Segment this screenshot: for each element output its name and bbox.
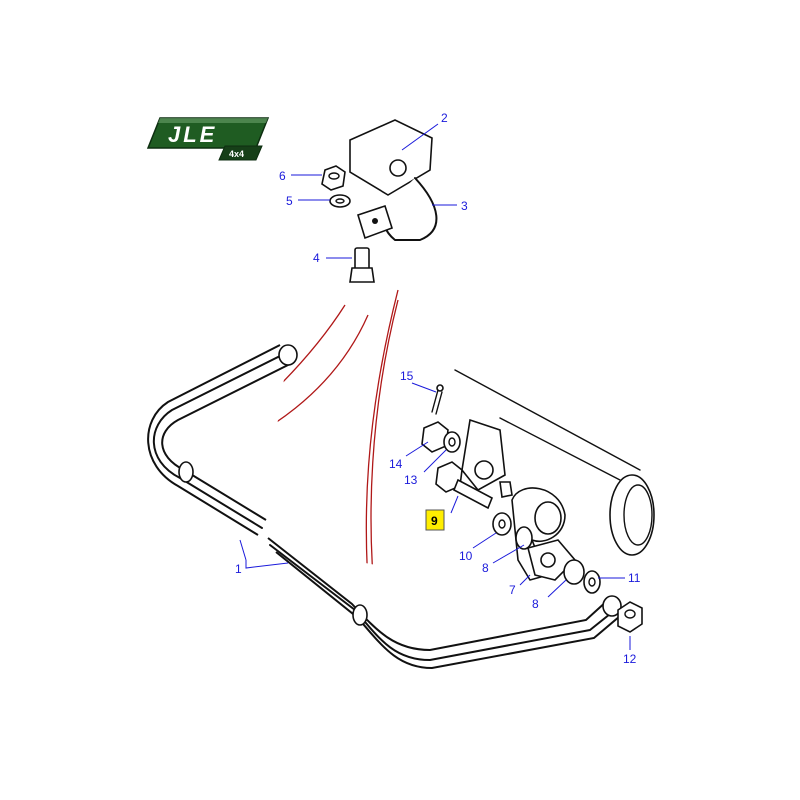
- bolt-4[interactable]: [349, 247, 375, 283]
- logo-brand-text: JLE: [168, 122, 217, 147]
- part-labels: 2 3 4 5 6 1 7 8 8 10 11 12 13 14 15: [235, 111, 641, 666]
- part-label-5[interactable]: 5: [286, 194, 293, 208]
- part-label-8-upper[interactable]: 8: [482, 561, 489, 575]
- jle-4x4-logo: JLE 4x4: [146, 117, 270, 161]
- washer-13[interactable]: [443, 431, 461, 453]
- part-label-1[interactable]: 1: [235, 562, 242, 576]
- split-pin-15[interactable]: [431, 384, 444, 415]
- bush-and-clamp[interactable]: [349, 119, 438, 241]
- axle-housing: [454, 369, 655, 556]
- nut-6[interactable]: [321, 165, 346, 191]
- anti-roll-bar[interactable]: [147, 344, 622, 670]
- ball-joint-bolt-9[interactable]: [435, 461, 494, 510]
- part-label-2[interactable]: 2: [441, 111, 448, 125]
- link-arm-7[interactable]: [499, 481, 577, 581]
- part-label-13[interactable]: 13: [404, 473, 418, 487]
- part-label-4[interactable]: 4: [313, 251, 320, 265]
- part-label-8-lower[interactable]: 8: [532, 597, 539, 611]
- washer-11[interactable]: [583, 570, 601, 594]
- highlighted-part-9[interactable]: 9: [425, 509, 445, 531]
- part-label-15[interactable]: 15: [400, 369, 414, 383]
- logo-sub-text: 4x4: [229, 149, 244, 159]
- part-label-11[interactable]: 11: [628, 571, 641, 585]
- castle-nut-14[interactable]: [421, 421, 449, 453]
- washer-5[interactable]: [329, 194, 351, 208]
- washer-10[interactable]: [492, 512, 512, 536]
- leader-lines: [239, 123, 631, 650]
- locknut-12[interactable]: [617, 601, 643, 633]
- part-label-14[interactable]: 14: [389, 457, 403, 471]
- part-label-9: 9: [431, 514, 438, 528]
- part-label-10[interactable]: 10: [459, 549, 473, 563]
- part-label-7[interactable]: 7: [509, 583, 516, 597]
- part-label-12[interactable]: 12: [623, 652, 637, 666]
- link-bushes-8[interactable]: [515, 526, 585, 585]
- part-label-6[interactable]: 6: [279, 169, 286, 183]
- part-label-3[interactable]: 3: [461, 199, 468, 213]
